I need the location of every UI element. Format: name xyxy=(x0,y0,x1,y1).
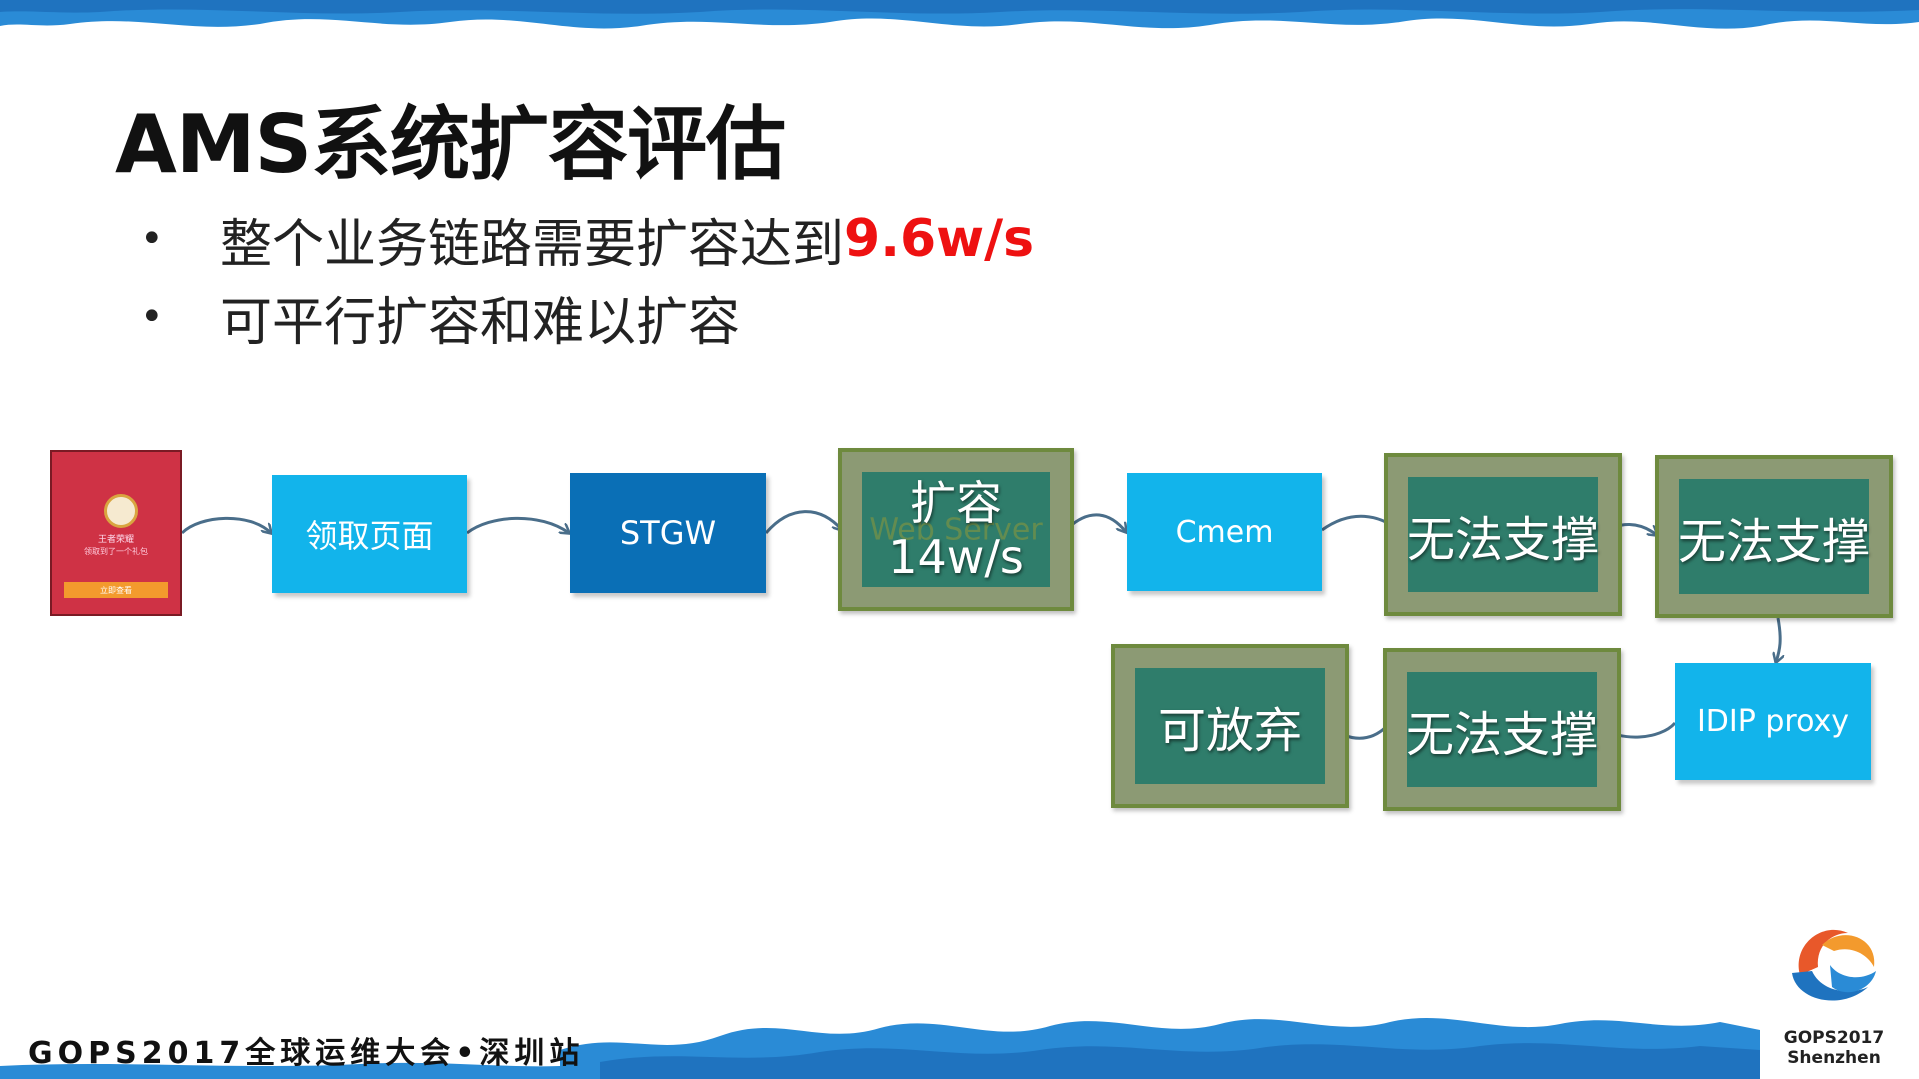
top-brush-decoration xyxy=(0,0,1919,40)
logo-line2: Shenzhen xyxy=(1787,1048,1881,1068)
phone-subtitle: 领取到了一个礼包 xyxy=(84,547,148,556)
node-cmem: Cmem xyxy=(1127,473,1322,591)
arrow-stgw-to-web-server xyxy=(764,510,842,534)
phone-view-button: 立即查看 xyxy=(64,582,168,598)
node-web-server: Web Server 扩容 14w/s xyxy=(838,448,1074,611)
bullet-highlight: 9.6w/s xyxy=(844,209,1035,269)
phone-screenshot: 王者荣耀 领取到了一个礼包 立即查看 xyxy=(50,450,182,616)
arrow-receive-page-to-stgw xyxy=(466,516,569,533)
logo-line1: GOPS2017 xyxy=(1783,1028,1885,1048)
arrow-unsupported-2-to-idip-proxy xyxy=(1776,617,1780,662)
arrow-web-server-to-cmem xyxy=(1066,513,1126,532)
bottom-brush-decoration xyxy=(0,1000,1919,1079)
bullet-marker: • xyxy=(140,216,164,262)
bullet-marker: • xyxy=(140,294,164,340)
node-unsupported-3-label: 无法支撑 xyxy=(1406,672,1598,787)
slide-title: AMS系统扩容评估 xyxy=(115,98,786,191)
node-receive-page: 领取页面 xyxy=(272,475,467,593)
arrow-phone-to-receive-page xyxy=(180,516,271,533)
node-unsupported-3: 无法支撑 xyxy=(1383,648,1621,811)
game-badge-icon xyxy=(104,494,138,528)
node-unsupported-1: 无法支撑 xyxy=(1384,453,1622,616)
node-abandonable-label: 可放弃 xyxy=(1135,668,1325,784)
web-server-label: 扩容 14w/s xyxy=(888,476,1024,584)
web-server-label-line2: 14w/s xyxy=(888,529,1024,584)
web-server-label-line1: 扩容 xyxy=(910,475,1002,530)
node-web-server-body: Web Server 扩容 14w/s xyxy=(862,472,1050,587)
web-server-ghost-label: Web Server xyxy=(869,512,1043,547)
node-idip-proxy: IDIP proxy xyxy=(1675,663,1871,780)
node-stgw: STGW xyxy=(570,473,766,593)
gops-logo-icon xyxy=(1782,915,1886,1011)
conference-footer: GOPS2017全球运维大会•深圳站 xyxy=(28,1036,585,1071)
bullet-text: 整个业务链路需要扩容达到 xyxy=(220,214,845,275)
node-unsupported-1-label: 无法支撑 xyxy=(1407,477,1599,592)
bullet-text: 可平行扩容和难以扩容 xyxy=(220,292,741,353)
gops-logo-text: GOPS2017 Shenzhen xyxy=(1770,1028,1898,1068)
node-abandonable: 可放弃 xyxy=(1111,644,1349,808)
phone-title: 王者荣耀 xyxy=(97,535,134,545)
bullet-item: • 可平行扩容和难以扩容 xyxy=(140,278,1034,356)
node-unsupported-2: 无法支撑 xyxy=(1655,455,1893,618)
node-unsupported-2-label: 无法支撑 xyxy=(1678,479,1870,594)
